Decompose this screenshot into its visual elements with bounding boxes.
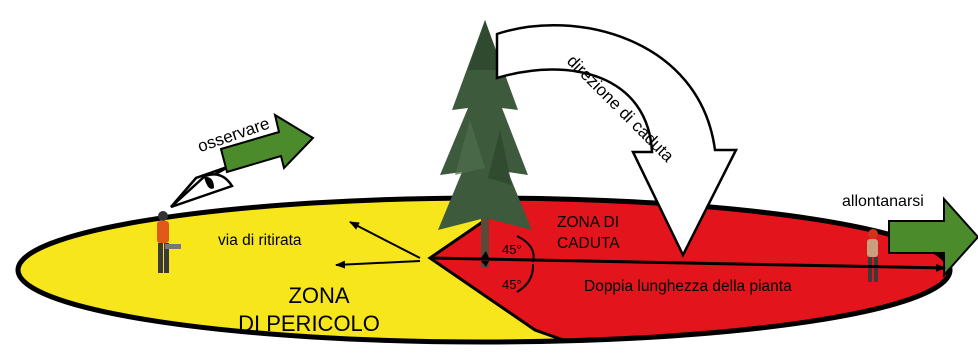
angle-label-upper: 45° — [502, 242, 522, 257]
angle-label-lower: 45° — [502, 277, 522, 292]
eye-icon — [170, 164, 234, 209]
worker-icon — [867, 229, 878, 282]
observe-arrow — [219, 112, 315, 174]
fall-axis-line — [429, 256, 946, 272]
danger-zone-label-line1: ZONA — [288, 283, 349, 308]
fall-zone-label-line2: CADUTA — [557, 235, 620, 252]
fall-direction-arrow — [495, 23, 739, 258]
danger-zone-label-line2: DI PERICOLO — [238, 311, 380, 336]
tree-icon — [438, 20, 532, 268]
angle-arc-lower — [516, 263, 535, 293]
escape-route-arrow-upper — [349, 221, 421, 259]
fall-zone-label-line1: ZONA DI — [557, 214, 619, 231]
move-away-label: allontanarsi — [842, 193, 924, 210]
angle-arc-upper — [516, 235, 535, 263]
escape-route-arrow-lower — [335, 260, 421, 269]
escape-route-label: via di ritirata — [218, 232, 302, 249]
worker-icon — [157, 211, 181, 273]
double-length-label: Doppia lunghezza della pianta — [584, 278, 792, 295]
move-away-arrow — [888, 196, 978, 278]
